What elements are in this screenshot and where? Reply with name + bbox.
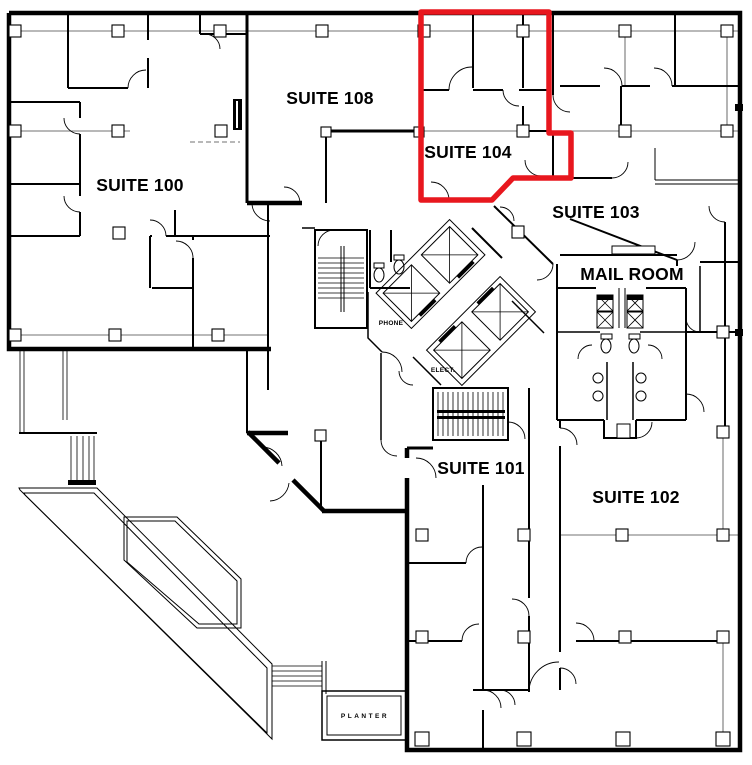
stairs-icon-101 xyxy=(432,387,509,441)
steps-icon-south xyxy=(272,661,327,694)
toilet-icon-mailroom xyxy=(600,333,641,354)
elect-room xyxy=(398,356,442,386)
suite-104-walls xyxy=(421,13,629,201)
sink-icon xyxy=(592,372,647,402)
elevator-bank-1 xyxy=(375,218,486,330)
elect-room-label: ELECT. xyxy=(431,367,455,374)
steps-icon-west xyxy=(68,436,96,485)
core xyxy=(314,218,545,457)
planter-box xyxy=(321,690,407,741)
suite-101-label: SUITE 101 xyxy=(437,458,524,478)
suite-101-walls xyxy=(407,387,530,751)
suite-102-walls xyxy=(528,420,727,693)
corridor-walls xyxy=(471,205,741,288)
phone-room-label: PHONE xyxy=(379,320,404,327)
stairs-icon-core xyxy=(314,229,368,329)
labels: SUITE 100 SUITE 108 SUITE 104 SUITE 103 … xyxy=(96,88,683,720)
mail-room-label: MAIL ROOM xyxy=(580,264,684,284)
suite-100-walls xyxy=(9,13,301,350)
column-markers xyxy=(8,24,734,747)
suite-103-label: SUITE 103 xyxy=(552,202,639,222)
planter-bed xyxy=(123,516,242,629)
suite-103-walls xyxy=(560,13,741,435)
suite-108-walls xyxy=(302,126,425,229)
shaft-icon xyxy=(596,294,644,329)
phone-room xyxy=(367,292,403,373)
suite-100-label: SUITE 100 xyxy=(96,175,183,195)
toilet-icon xyxy=(373,254,405,283)
suite-102-label: SUITE 102 xyxy=(592,487,679,507)
entry-doors xyxy=(261,436,322,508)
planter-label: PLANTER xyxy=(341,713,389,720)
terrace xyxy=(18,350,407,741)
elevator-bank-2 xyxy=(425,275,537,387)
suite-104-highlight[interactable] xyxy=(418,9,574,203)
core-restroom xyxy=(369,230,410,289)
suite-104-label: SUITE 104 xyxy=(424,142,511,162)
mailroom-walls xyxy=(556,266,741,439)
suite-108-label: SUITE 108 xyxy=(286,88,373,108)
grid-lines xyxy=(9,30,740,737)
